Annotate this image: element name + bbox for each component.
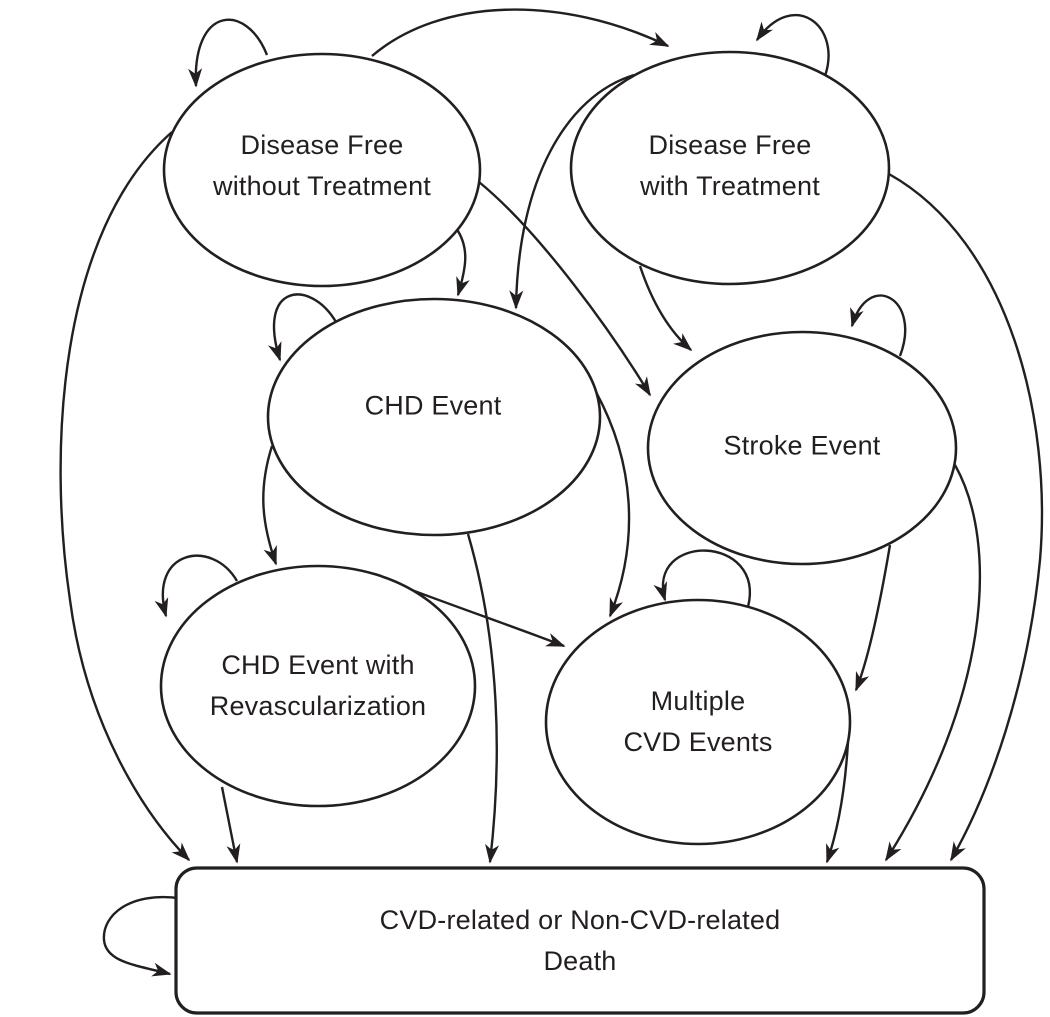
self-loop-death xyxy=(102,895,179,977)
node-disease-free-with-treatment xyxy=(569,50,891,286)
self-loop-stroke-event xyxy=(850,294,907,357)
self-loop-multiple-cvd-events xyxy=(653,549,751,608)
edge-dfnt-to-chd xyxy=(455,227,470,297)
node-multiple-cvd-events xyxy=(544,598,852,846)
edge-layer xyxy=(59,8,1044,977)
node-death xyxy=(174,866,986,1015)
node-chd-event xyxy=(266,297,602,537)
node-layer xyxy=(159,50,986,1015)
self-loop-disease-free-with-treatment xyxy=(756,13,830,77)
node-stroke-event xyxy=(646,330,958,566)
edge-mcvd-to-death xyxy=(825,741,850,864)
edge-dfnt-to-dft xyxy=(371,8,670,57)
node-label-stroke-event: Stroke Event xyxy=(723,430,881,461)
edge-revasc-to-death xyxy=(220,786,241,864)
edge-chd-to-revasc xyxy=(262,445,278,566)
self-loop-chd-event xyxy=(267,293,338,362)
node-label-chd-event-with-revascularization: CHD Event with Revascularization xyxy=(209,649,427,721)
edge-chd-to-death xyxy=(466,533,500,864)
self-loop-chd-event-with-revascularization xyxy=(154,554,239,618)
node-label-disease-free-without-treatment: Disease Free without Treatment xyxy=(212,129,432,201)
edge-dft-to-death xyxy=(888,172,1044,862)
edge-dft-to-stroke xyxy=(638,265,693,352)
edge-dfnt-to-stroke xyxy=(478,181,652,397)
node-chd-event-with-revascularization xyxy=(159,564,477,808)
node-label-multiple-cvd-events: Multiple CVD Events xyxy=(623,685,773,757)
edge-stroke-to-death xyxy=(884,464,981,862)
node-label-disease-free-with-treatment: Disease Free with Treatment xyxy=(640,129,820,201)
node-label-death: CVD-related or Non-CVD-related Death xyxy=(379,904,781,976)
node-disease-free-without-treatment xyxy=(162,52,482,288)
edge-dft-to-chd xyxy=(509,73,635,310)
edge-dfnt-to-death xyxy=(59,131,191,862)
node-label-chd-event: CHD Event xyxy=(364,390,502,421)
edge-chd-to-mcvd xyxy=(594,391,631,618)
self-loop-disease-free-without-treatment xyxy=(188,18,269,88)
edge-stroke-to-mcvd xyxy=(854,544,892,692)
